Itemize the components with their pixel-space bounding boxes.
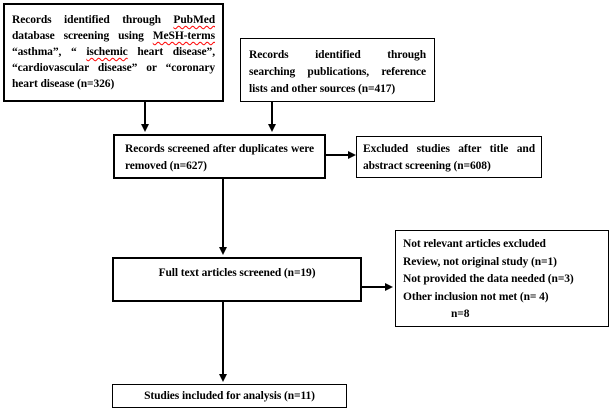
arrow-screened-to-fulltext-line [222, 179, 224, 247]
exclusion-line: Review, not original study (n=1) [403, 255, 557, 268]
arrow-fulltext-to-included-head [218, 374, 227, 382]
text-segment: database screening using [12, 30, 153, 42]
spellcheck-word-pubmed: PubMed [173, 14, 215, 26]
text-segment: heart disease”, “cardiovascular disease”… [12, 46, 215, 90]
text-segment: “asthma”, “ [12, 46, 87, 58]
box-records-pubmed: Records identified through PubMed databa… [3, 3, 224, 102]
exclusion-total: n=8 [451, 308, 470, 320]
arrow-screened-to-excluded-line [326, 154, 348, 156]
arrow-screened-to-excluded-head [348, 150, 356, 159]
exclusion-line: Not relevant articles excluded [403, 238, 546, 250]
arrow-pubmed-to-screened-line [144, 102, 146, 124]
box-records-screened: Records screened after duplicates were r… [113, 134, 326, 179]
arrow-other-sources-to-screened-head [267, 124, 276, 132]
arrow-fulltext-to-notrelevant-line [362, 286, 385, 288]
box-full-text-screened: Full text articles screened (n=19) [112, 257, 362, 302]
arrow-fulltext-to-notrelevant-head [385, 282, 393, 291]
spellcheck-word-mesh-terms: MeSH-terms [152, 30, 215, 42]
box-records-screened-text: Records screened after duplicates were r… [125, 143, 314, 172]
spellcheck-word-ischemic: ischemic [86, 46, 128, 58]
box-records-other-sources: Records identified through searching pub… [240, 38, 435, 102]
box-excluded-title-abstract-text: Excluded studies after title and abstrac… [363, 143, 535, 172]
box-studies-included-text: Studies included for analysis (n=11) [144, 390, 315, 402]
arrow-fulltext-to-included-line [222, 302, 224, 374]
box-full-text-screened-text: Full text articles screened (n=19) [158, 267, 316, 279]
exclusion-line: Not provided the data needed (n=3) [403, 273, 574, 285]
exclusion-line: Other inclusion not met (n= 4) [403, 290, 549, 303]
arrow-other-sources-to-screened-line [271, 102, 273, 124]
arrow-pubmed-to-screened-head [140, 124, 149, 132]
box-excluded-title-abstract: Excluded studies after title and abstrac… [356, 136, 542, 178]
box-records-other-sources-text: Records identified through searching pub… [249, 49, 426, 95]
box-not-relevant-excluded: Not relevant articles excluded Review, n… [395, 230, 609, 327]
text-segment: Records identified through [12, 14, 174, 26]
arrow-screened-to-fulltext-head [218, 247, 227, 255]
box-records-pubmed-text: Records identified through PubMed databa… [12, 14, 215, 90]
box-studies-included: Studies included for analysis (n=11) [112, 384, 347, 408]
